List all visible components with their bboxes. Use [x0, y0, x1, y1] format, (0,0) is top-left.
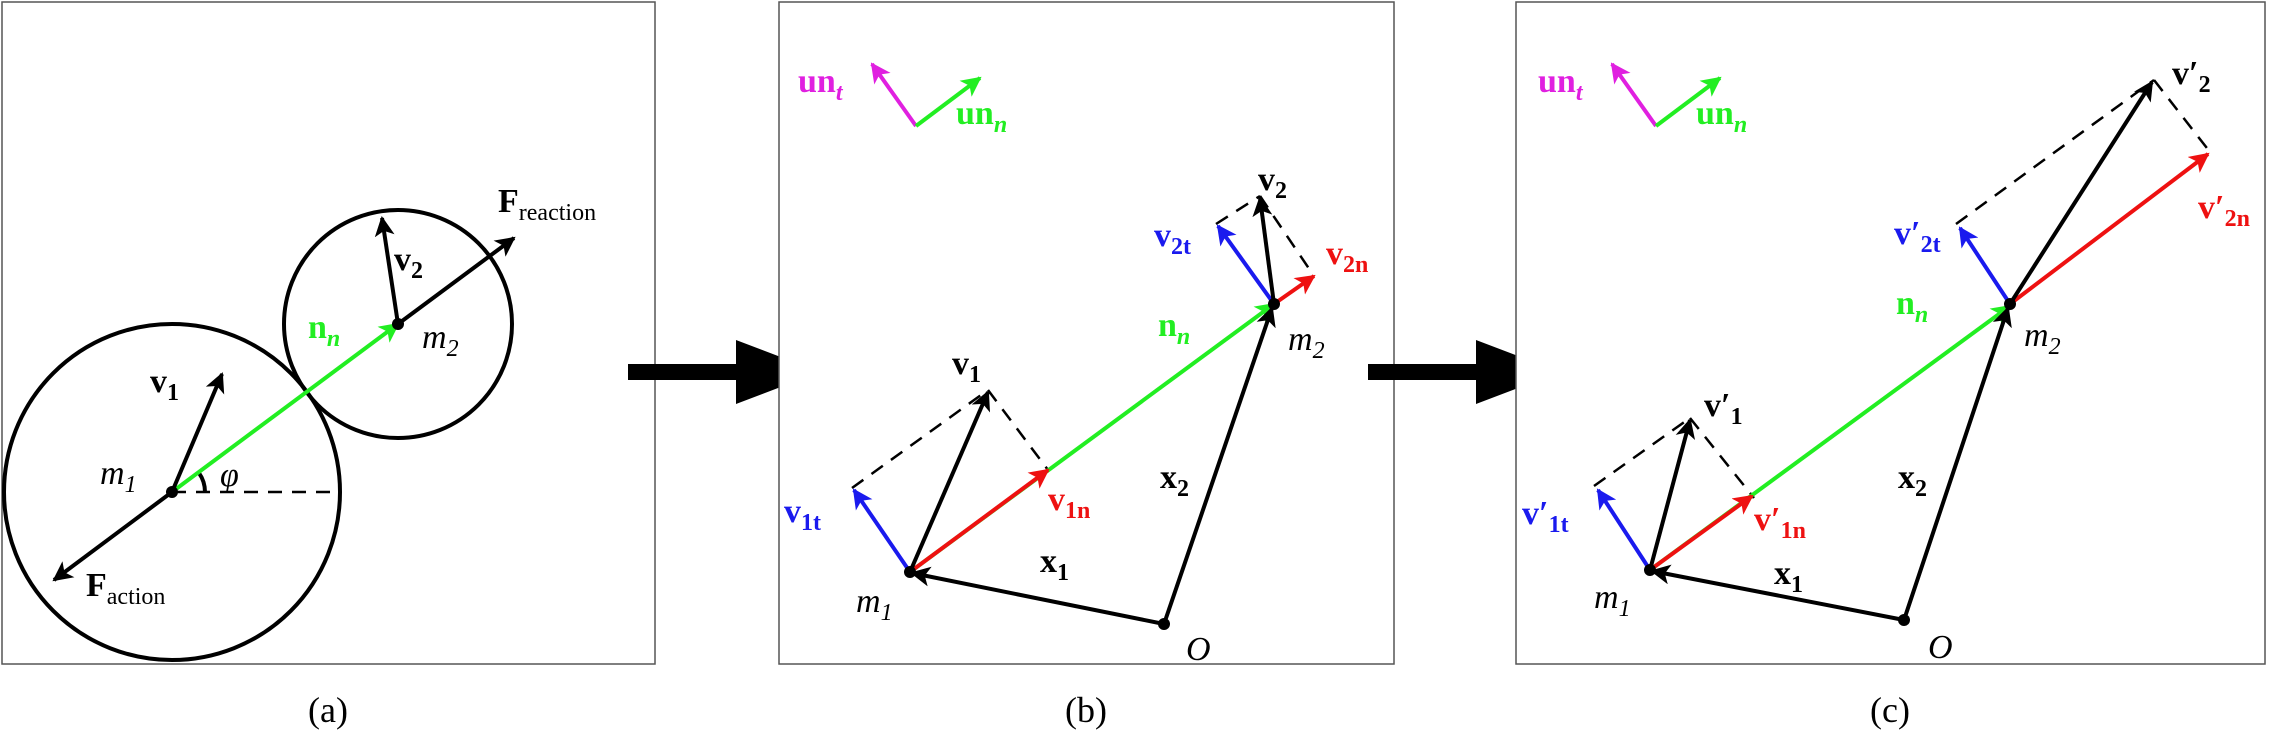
- unt-arrow: [870, 62, 918, 128]
- x2-arrow: [1162, 306, 1276, 625]
- v1t-arrow: [852, 488, 912, 574]
- panel-b: unt unn v1 v2 v1t v1n v2t v2n nn m1 m2 x…: [778, 1, 1395, 730]
- x2-arrow-c: [1902, 306, 2012, 621]
- label-nn-b: nn: [1158, 307, 1190, 350]
- normal-vector-arrow: [170, 322, 400, 494]
- label-v1-b: v1: [952, 345, 981, 388]
- label-origin-c: O: [1928, 629, 1953, 666]
- panel-c: unt unn v′1 v′2 v′1t v′1n v′2t v′2n nn m…: [1515, 1, 2266, 730]
- label-nn-c: nn: [1896, 285, 1928, 328]
- label-m1: m1: [100, 455, 137, 498]
- x1-arrow-c: [1650, 564, 1905, 622]
- unn-arrow: [914, 76, 982, 128]
- dash-v2tp-v2p: [1955, 78, 2155, 226]
- v2t-arrow: [1216, 224, 1276, 306]
- v1-arrow-b: [908, 390, 991, 573]
- v1n-arrow: [908, 468, 1050, 574]
- label-v1np: v′1n: [1754, 501, 1806, 544]
- v1tp-arrow: [1596, 488, 1652, 572]
- label-x1-c: x1: [1774, 555, 1803, 598]
- label-v2tp: v′2t: [1894, 215, 1941, 258]
- label-unn: unn: [956, 95, 1007, 138]
- label-unt: unt: [798, 63, 844, 106]
- dash-v2t-v2: [1215, 194, 1261, 226]
- dash-v1p-v1np: [1689, 417, 1755, 499]
- label-unt-c: unt: [1538, 63, 1584, 106]
- panel-a: v1 v2 nn m1 m2 φ Freaction Faction (a): [1, 1, 656, 730]
- origin-point-c: [1898, 614, 1910, 626]
- panel-b-frame: [778, 1, 1395, 665]
- v2n-arrow: [1272, 274, 1316, 306]
- v2p-arrow: [2008, 80, 2154, 306]
- label-v2: v2: [394, 241, 423, 284]
- label-phi: φ: [220, 457, 239, 494]
- m1-point: [166, 486, 178, 498]
- v2-arrow: [374, 216, 400, 325]
- label-origin-b: O: [1186, 631, 1211, 668]
- m1-point-c: [1644, 564, 1656, 576]
- dash-v2-v2n: [1258, 195, 1316, 277]
- label-m1-b: m1: [856, 583, 893, 626]
- caption-b: (b): [1065, 690, 1107, 730]
- dash-v2p-v2np: [2153, 79, 2211, 153]
- label-f-reaction: Freaction: [498, 183, 596, 226]
- v2tp-arrow: [1958, 226, 2012, 306]
- label-v1n: v1n: [1048, 481, 1090, 524]
- caption-c: (c): [1870, 690, 1910, 730]
- unn-arrow-c: [1654, 76, 1722, 128]
- transition-arrow-b-c: [1368, 340, 1560, 404]
- label-m1-c: m1: [1594, 579, 1631, 622]
- label-m2-b: m2: [1288, 321, 1325, 364]
- m2-point: [392, 318, 404, 330]
- label-nn: nn: [308, 309, 340, 352]
- origin-point-b: [1158, 618, 1170, 630]
- label-f-action: Faction: [86, 567, 165, 610]
- dash-v1t-v1: [851, 388, 989, 490]
- f-reaction-arrow: [396, 236, 516, 326]
- label-v2p: v′2: [2172, 55, 2211, 98]
- label-x2-c: x2: [1898, 459, 1927, 502]
- v1-arrow: [170, 372, 225, 493]
- unt-arrow-c: [1610, 62, 1658, 128]
- f-action-arrow: [52, 490, 174, 582]
- v1np-arrow: [1648, 494, 1754, 572]
- ball-1-circle: [2, 322, 342, 662]
- label-v1: v1: [150, 363, 179, 406]
- dash-v1-v1n: [987, 389, 1049, 471]
- label-x2-b: x2: [1160, 459, 1189, 502]
- ball-2-circle: [282, 208, 514, 440]
- m1-point-b: [904, 566, 916, 578]
- v1p-arrow: [1648, 418, 1696, 571]
- panel-c-frame: [1515, 1, 2266, 665]
- v2-arrow-b: [1252, 196, 1276, 305]
- transition-arrow-a-b: [628, 340, 820, 404]
- label-v2t: v2t: [1154, 217, 1191, 260]
- v2np-arrow: [2008, 152, 2210, 306]
- label-v2-b: v2: [1258, 161, 1287, 204]
- label-m2-c: m2: [2024, 317, 2061, 360]
- label-x1-b: x1: [1040, 543, 1069, 586]
- label-v2np: v′2n: [2198, 189, 2250, 232]
- m2-point-b: [1268, 298, 1280, 310]
- label-v1p: v′1: [1704, 387, 1743, 430]
- label-v2n: v2n: [1326, 235, 1368, 278]
- x1-arrow: [910, 566, 1165, 626]
- m2-point-c: [2004, 298, 2016, 310]
- label-v1tp: v′1t: [1522, 495, 1569, 538]
- label-unn-c: unn: [1696, 95, 1747, 138]
- dash-v1tp-v1p: [1593, 416, 1691, 488]
- label-m2: m2: [422, 319, 459, 362]
- caption-a: (a): [308, 690, 348, 730]
- label-v1t: v1t: [784, 493, 821, 536]
